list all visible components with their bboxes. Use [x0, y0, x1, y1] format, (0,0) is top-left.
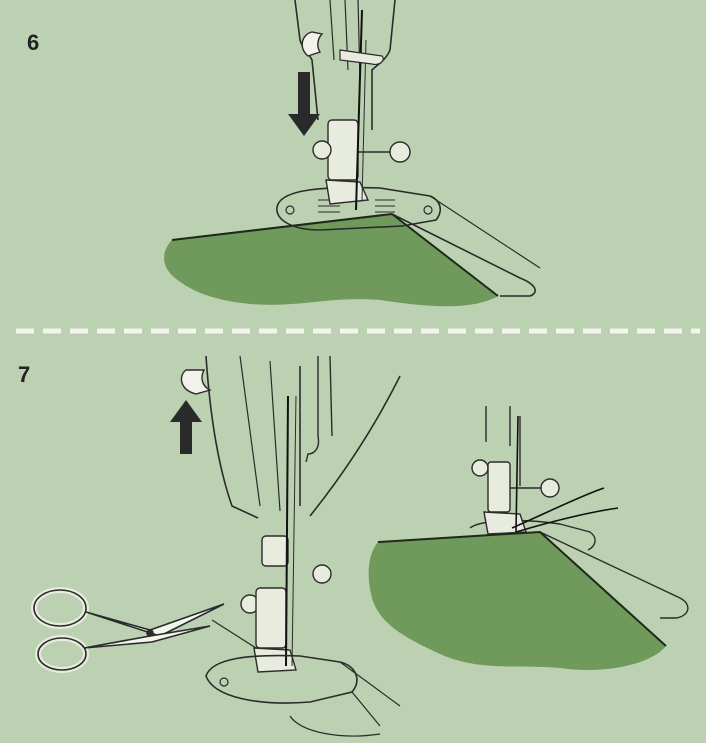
needle-plate: [276, 186, 442, 231]
presser-foot: [312, 119, 411, 205]
step-7-panel: 7: [0, 336, 706, 743]
step-number-7: 7: [18, 362, 31, 387]
up-arrow-icon: [170, 400, 202, 454]
step-number-6: 6: [27, 30, 40, 55]
step-6-panel: 6: [0, 0, 706, 326]
step-6-illustration: [164, 0, 541, 307]
step-7-illustration: [31, 355, 689, 737]
scissors-icon: [31, 587, 225, 673]
fabric-piece-right: [368, 532, 666, 670]
thread-tails: [511, 487, 619, 533]
fabric-piece: [164, 214, 498, 307]
presser-foot-lever-raised: [180, 369, 212, 395]
dashed-divider: [16, 328, 700, 334]
needle-left: [285, 395, 289, 667]
needle: [355, 9, 363, 211]
down-arrow-icon: [288, 72, 320, 136]
machine-head-left: [205, 355, 401, 519]
presser-foot-lever: [301, 31, 324, 57]
machine-bed-edge: [391, 213, 536, 297]
